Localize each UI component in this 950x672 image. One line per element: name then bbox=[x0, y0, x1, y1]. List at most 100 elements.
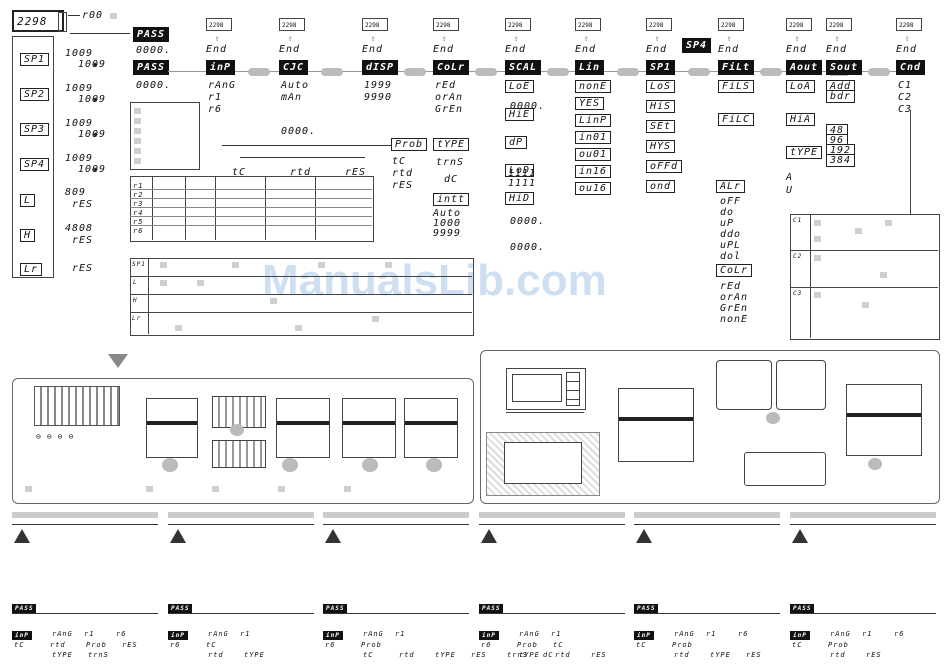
footer-param: tC bbox=[363, 651, 374, 659]
menu-key-h[interactable]: H bbox=[20, 229, 36, 242]
footer-param: dC bbox=[543, 651, 554, 659]
wiring-panel bbox=[12, 378, 474, 504]
column-item[interactable]: rAnG bbox=[208, 80, 237, 91]
type-key[interactable]: tYPE bbox=[433, 138, 470, 151]
column-item[interactable]: rEd bbox=[435, 80, 457, 91]
column-item[interactable]: dP bbox=[505, 136, 528, 149]
end-label: End bbox=[206, 44, 228, 55]
column-key-sout[interactable]: Sout bbox=[826, 60, 863, 75]
pass-key[interactable]: PASS bbox=[133, 27, 170, 42]
menu-key-sp3[interactable]: SP3 bbox=[20, 123, 50, 136]
mini-display: 2298 bbox=[362, 18, 388, 31]
end-label: End bbox=[896, 44, 918, 55]
column-item[interactable]: HiE bbox=[505, 108, 535, 121]
footer-param: tC bbox=[553, 641, 564, 649]
column-item[interactable]: HiS bbox=[646, 100, 676, 113]
footer-rule bbox=[12, 524, 158, 525]
column-item[interactable]: HiD bbox=[505, 192, 535, 205]
prob-key[interactable]: Prob bbox=[391, 138, 428, 151]
column-item[interactable]: LoD bbox=[505, 164, 535, 177]
panel-gray bbox=[344, 486, 351, 492]
footer-param: r6 bbox=[170, 641, 181, 649]
column-item[interactable]: tYPE bbox=[786, 146, 823, 159]
column-item[interactable]: GrEn bbox=[435, 104, 464, 115]
column-key-cjc[interactable]: CJC bbox=[279, 60, 309, 75]
column-key-filt[interactable]: FiLt bbox=[718, 60, 755, 75]
column-item[interactable]: in01 bbox=[575, 131, 612, 144]
menu-sp4-val2: 1009 bbox=[78, 164, 107, 175]
cnd-vline bbox=[810, 214, 811, 338]
column-item[interactable]: 1999 bbox=[364, 80, 393, 91]
column-key-disp[interactable]: dISP bbox=[362, 60, 399, 75]
column-item[interactable]: orAn bbox=[435, 92, 464, 103]
table-rule bbox=[130, 189, 372, 190]
column-item[interactable]: ou01 bbox=[575, 148, 612, 161]
column-item[interactable]: ou16 bbox=[575, 182, 612, 195]
column-item[interactable]: Auto bbox=[281, 80, 310, 91]
panel-gray bbox=[146, 486, 153, 492]
column-key-scal[interactable]: SCAL bbox=[505, 60, 542, 75]
column-item[interactable]: in16 bbox=[575, 165, 612, 178]
alr-key[interactable]: ALr bbox=[716, 180, 746, 193]
intt-key[interactable]: intt bbox=[433, 193, 470, 206]
mini-display: 2298 bbox=[718, 18, 744, 31]
column-item[interactable]: 0000. bbox=[281, 126, 317, 137]
mini-display: 2298 bbox=[826, 18, 852, 31]
column-item[interactable]: C1 bbox=[898, 80, 913, 91]
column-key-sp1[interactable]: SP1 bbox=[646, 60, 676, 75]
cnd-gray bbox=[855, 228, 862, 234]
column-item[interactable]: nonE bbox=[575, 80, 612, 93]
footer-rule bbox=[634, 524, 780, 525]
column-item[interactable]: FiLS bbox=[718, 80, 755, 93]
column-item[interactable]: FiLC bbox=[718, 113, 755, 126]
menu-key-sp2[interactable]: SP2 bbox=[20, 88, 50, 101]
footer-param: r1 bbox=[862, 630, 873, 638]
column-item[interactable]: LinP bbox=[575, 114, 612, 127]
menu-key-l[interactable]: L bbox=[20, 194, 36, 207]
column-item[interactable]: LoS bbox=[646, 80, 676, 93]
footer-param: rAnG bbox=[208, 630, 229, 638]
pass-key-2[interactable]: PASS bbox=[133, 60, 170, 75]
column-key-colr[interactable]: CoLr bbox=[433, 60, 470, 75]
warning-triangle-icon bbox=[481, 529, 497, 543]
column-item[interactable]: oFFd bbox=[646, 160, 683, 173]
column-key-cnd[interactable]: Cnd bbox=[896, 60, 926, 75]
display-side-buttons bbox=[58, 12, 67, 32]
colr2-item-oran: orAn bbox=[720, 292, 749, 303]
warning-triangle-icon bbox=[792, 529, 808, 543]
colr2-key[interactable]: CoLr bbox=[716, 264, 753, 277]
end-label: End bbox=[646, 44, 668, 55]
up-arrow-icon: ⇧ bbox=[215, 34, 220, 43]
prob-item-res: rES bbox=[392, 180, 414, 191]
column-item[interactable]: mAn bbox=[281, 92, 303, 103]
menu-key-lr[interactable]: Lr bbox=[20, 263, 43, 276]
column-key-aout[interactable]: Aout bbox=[786, 60, 823, 75]
column-item[interactable]: ond bbox=[646, 180, 676, 193]
column-item[interactable]: SEt bbox=[646, 120, 676, 133]
hand-icon bbox=[426, 458, 442, 472]
column-item[interactable]: LoE bbox=[505, 80, 535, 93]
column-item[interactable]: 9990 bbox=[364, 92, 393, 103]
column-item[interactable]: HYS bbox=[646, 140, 676, 153]
column-item[interactable]: HiA bbox=[786, 113, 816, 126]
column-item[interactable]: bdr bbox=[826, 90, 856, 103]
housing-diagram-1 bbox=[146, 398, 198, 458]
column-key-inp[interactable]: inP bbox=[206, 60, 236, 75]
column-item[interactable]: C3 bbox=[898, 104, 913, 115]
table-head-res: rES bbox=[345, 167, 367, 178]
column-item[interactable]: r1 bbox=[208, 92, 223, 103]
info-gray-2 bbox=[134, 118, 141, 124]
column-item[interactable]: C2 bbox=[898, 92, 913, 103]
cnd-rule bbox=[790, 250, 938, 251]
column-item[interactable]: LoA bbox=[786, 80, 816, 93]
column-item[interactable]: YES bbox=[575, 97, 605, 110]
type-item-trns: trnS bbox=[436, 157, 465, 168]
menu-key-sp4[interactable]: SP4 bbox=[20, 158, 50, 171]
sp4-key[interactable]: SP4 bbox=[682, 38, 712, 53]
nav-arrow-icon bbox=[617, 68, 639, 76]
column-key-lin[interactable]: Lin bbox=[575, 60, 605, 75]
footer-param: rES bbox=[746, 651, 762, 659]
column-item[interactable]: 384 bbox=[826, 154, 856, 167]
column-item[interactable]: r6 bbox=[208, 104, 223, 115]
menu-key-sp1[interactable]: SP1 bbox=[20, 53, 50, 66]
